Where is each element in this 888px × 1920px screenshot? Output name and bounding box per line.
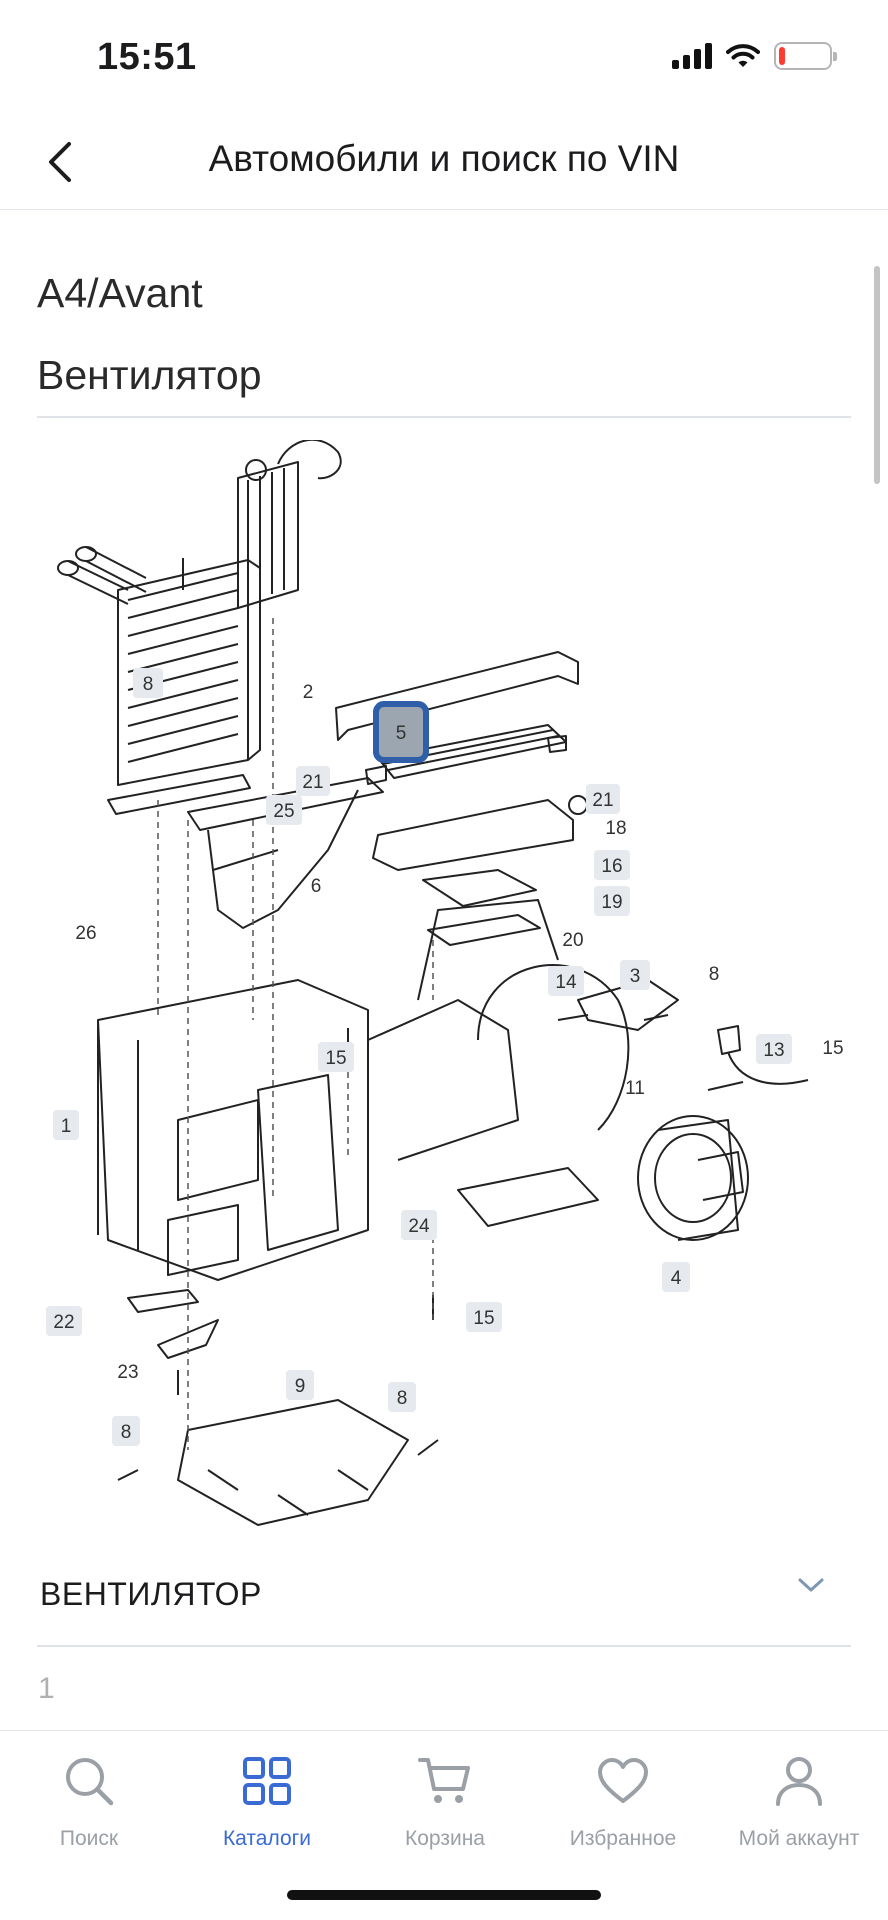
status-bar: 15:51: [0, 0, 888, 116]
part-heater-core[interactable]: [57, 546, 261, 786]
screw-icon: [117, 558, 744, 1481]
part-label-2[interactable]: 2: [303, 682, 314, 703]
part-label-13[interactable]: 13: [763, 1040, 784, 1061]
content-area[interactable]: A4/Avant Вентилятор: [0, 212, 888, 1730]
tab-bar: Поиск Каталоги Корзина Изб: [0, 1730, 888, 1920]
part-label-8[interactable]: 8: [143, 674, 154, 695]
part-label-4[interactable]: 4: [671, 1268, 682, 1289]
chevron-left-icon: [49, 142, 71, 182]
part-label-8d[interactable]: 8: [121, 1422, 132, 1443]
battery-level: [779, 47, 785, 65]
part-connector-13[interactable]: [717, 1025, 809, 1085]
battery-icon: [774, 42, 837, 70]
part-label-3[interactable]: 3: [630, 966, 641, 987]
divider: [37, 416, 851, 418]
chevron-down-icon[interactable]: [796, 1574, 826, 1596]
heart-icon: [598, 1758, 648, 1803]
part-filter-frame[interactable]: [372, 799, 574, 871]
tab-account[interactable]: Мой аккаунт: [710, 1749, 888, 1851]
part-label-5[interactable]: 5: [396, 723, 407, 744]
part-label-8c[interactable]: 8: [397, 1388, 408, 1409]
part-label-8b[interactable]: 8: [709, 964, 720, 985]
part-label-23[interactable]: 23: [117, 1362, 138, 1383]
part-label-15a[interactable]: 15: [325, 1048, 346, 1069]
part-clip-21-left[interactable]: [365, 765, 387, 785]
part-cover-5[interactable]: [335, 651, 579, 741]
search-icon: [66, 1758, 114, 1806]
part-label-21b[interactable]: 21: [592, 790, 613, 811]
part-blower-motor[interactable]: [637, 1115, 749, 1241]
part-clip-21-right[interactable]: [547, 735, 567, 753]
cart-icon: [418, 1758, 470, 1803]
scrollbar-thumb[interactable]: [874, 266, 880, 484]
part-label-21a[interactable]: 21: [302, 772, 323, 793]
part-label-26[interactable]: 26: [75, 923, 96, 944]
status-time: 15:51: [97, 36, 197, 78]
part-label-14[interactable]: 14: [555, 972, 577, 993]
divider: [37, 1645, 851, 1647]
tab-label: Поиск: [59, 1827, 119, 1850]
part-blower-scroll[interactable]: [477, 964, 630, 1131]
parts-diagram[interactable]: 5 8 2 21 21 18 25 6 16 19 26 20 14 3 8 1…: [38, 440, 858, 1730]
nav-title: Автомобили и поиск по VIN: [208, 138, 680, 179]
part-resistor-24[interactable]: [457, 1167, 599, 1227]
part-auxiliary-heater[interactable]: [237, 440, 342, 609]
part-row-number: 1: [38, 1672, 55, 1705]
highlighted-part-5[interactable]: [373, 701, 429, 763]
tab-favorites[interactable]: Избранное: [534, 1749, 712, 1851]
model-title: A4/Avant: [37, 270, 203, 316]
part-label-25[interactable]: 25: [273, 801, 294, 822]
part-gasket-26[interactable]: [107, 774, 251, 815]
part-label-15c[interactable]: 15: [473, 1308, 494, 1329]
section-title[interactable]: ВЕНТИЛЯТОР: [40, 1576, 262, 1612]
tab-catalogs[interactable]: Каталоги: [178, 1749, 356, 1851]
tab-search[interactable]: Поиск: [0, 1749, 178, 1851]
part-label-20[interactable]: 20: [562, 930, 583, 951]
status-icons: [672, 42, 837, 70]
part-nut-16[interactable]: [568, 795, 588, 815]
tab-label: Корзина: [405, 1827, 485, 1850]
user-icon: [776, 1757, 822, 1806]
part-label-6[interactable]: 6: [311, 876, 322, 897]
grid-icon: [243, 1757, 291, 1805]
part-label-19[interactable]: 19: [601, 892, 622, 913]
home-indicator[interactable]: [287, 1890, 601, 1900]
part-label-22[interactable]: 22: [53, 1312, 74, 1333]
group-title: Вентилятор: [37, 352, 262, 398]
part-label-1[interactable]: 1: [61, 1116, 72, 1137]
part-blower-housing[interactable]: [97, 899, 559, 1281]
tab-label: Мой аккаунт: [738, 1827, 860, 1850]
part-lever-22[interactable]: [127, 1289, 219, 1359]
part-footwell-duct[interactable]: [177, 1399, 409, 1526]
part-label-11[interactable]: 11: [625, 1078, 645, 1099]
part-label-9[interactable]: 9: [295, 1376, 306, 1397]
tab-label: Избранное: [569, 1827, 677, 1850]
tab-label: Каталоги: [222, 1827, 312, 1850]
part-label-16[interactable]: 16: [601, 856, 622, 877]
leader-lines: [157, 618, 434, 1450]
part-seal-14[interactable]: [427, 914, 541, 946]
back-button[interactable]: [32, 134, 88, 190]
navigation-bar: Автомобили и поиск по VIN: [0, 116, 888, 210]
part-label-15b[interactable]: 15: [822, 1038, 843, 1059]
tab-cart[interactable]: Корзина: [356, 1749, 534, 1851]
cellular-signal-icon: [672, 43, 712, 69]
wifi-icon: [726, 44, 760, 67]
part-label-24[interactable]: 24: [408, 1216, 430, 1237]
part-seal-20[interactable]: [422, 869, 537, 907]
part-labels: 8 2 21 21 18 25 6 16 19 26 20 14 3 8 15 …: [46, 668, 844, 1446]
part-label-18[interactable]: 18: [605, 818, 626, 839]
